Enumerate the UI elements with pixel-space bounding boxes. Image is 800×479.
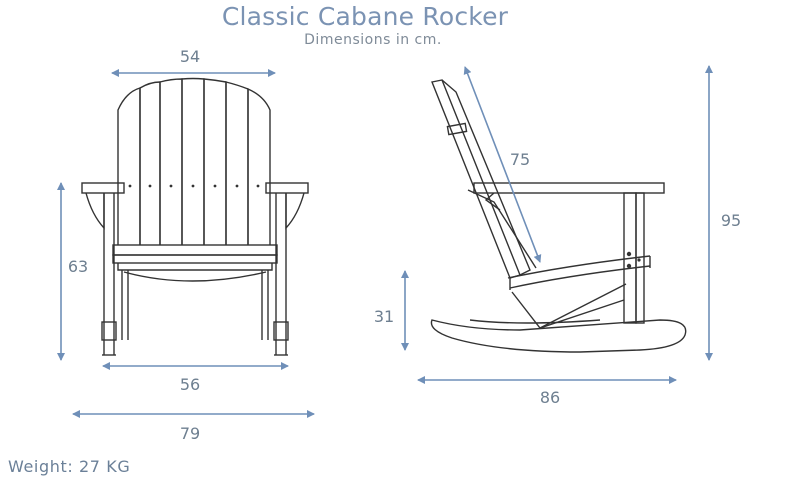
- diagram-subtitle: Dimensions in cm.: [304, 32, 442, 48]
- dim-side-overall-height: 95: [721, 211, 741, 230]
- dim-front-overall-width: 79: [180, 424, 200, 443]
- front-dimension-lines: [57, 69, 315, 418]
- dim-side-back-length: 75: [510, 150, 530, 169]
- dim-front-height: 63: [68, 257, 88, 276]
- diagram-title: Classic Cabane Rocker: [221, 2, 509, 31]
- front-view: [81, 77, 309, 356]
- weight-label: Weight: 27 KG: [8, 457, 131, 476]
- dim-front-seat-width: 56: [180, 375, 200, 394]
- side-dimension-lines: [401, 65, 713, 384]
- side-view: [430, 79, 687, 353]
- dim-side-depth: 86: [540, 388, 560, 407]
- dim-side-seat-height: 31: [374, 307, 394, 326]
- dim-front-top-width: 54: [180, 47, 200, 66]
